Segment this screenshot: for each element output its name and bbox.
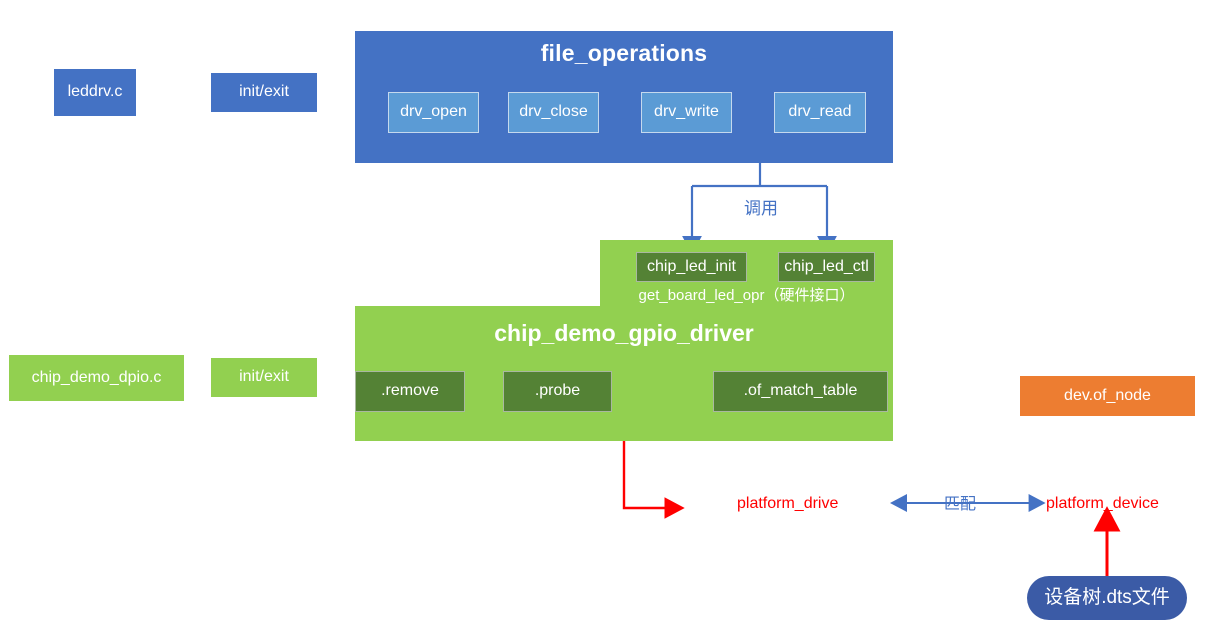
chip-demo-file-box[interactable]: chip_demo_dpio.c — [9, 355, 184, 401]
file-operations-container[interactable]: file_operations drv_open drv_close drv_w… — [355, 31, 893, 163]
match-arrow-label: 匹配 — [943, 496, 976, 513]
gpio-driver-container[interactable]: chip_demo_gpio_driver .remove .probe .of… — [355, 306, 893, 441]
of-match-table-member-box[interactable]: .of_match_table — [713, 371, 888, 412]
gpio-driver-title: chip_demo_gpio_driver — [494, 320, 754, 346]
file-operations-title: file_operations — [540, 40, 708, 66]
platform-drive-connector — [622, 441, 685, 519]
probe-member-box[interactable]: .probe — [503, 371, 612, 412]
remove-member-box[interactable]: .remove — [355, 371, 465, 412]
hardware-interface-container[interactable]: chip_led_init chip_led_ctl get_board_led… — [600, 240, 893, 308]
drv-write-box[interactable]: drv_write — [641, 92, 732, 133]
platform-drive-label: platform_drive — [737, 495, 839, 512]
dev-of-node-box[interactable]: dev.of_node — [1020, 376, 1195, 416]
drv-read-box[interactable]: drv_read — [774, 92, 866, 133]
chip-demo-initexit-box[interactable]: init/exit — [211, 358, 317, 397]
chip-led-init-box[interactable]: chip_led_init — [636, 252, 747, 282]
call-arrow-label: 调用 — [744, 199, 778, 218]
platform-device-label: platform_device — [1046, 495, 1159, 512]
drv-open-box[interactable]: drv_open — [388, 92, 479, 133]
leddrv-file-box[interactable]: leddrv.c — [54, 69, 136, 116]
chip-led-ctl-box[interactable]: chip_led_ctl — [778, 252, 875, 282]
device-tree-pill[interactable]: 设备树.dts文件 — [1027, 576, 1187, 620]
hardware-interface-caption: get_board_led_opr（硬件接口） — [638, 286, 855, 304]
leddrv-initexit-box[interactable]: init/exit — [211, 73, 317, 112]
drv-close-box[interactable]: drv_close — [508, 92, 599, 133]
